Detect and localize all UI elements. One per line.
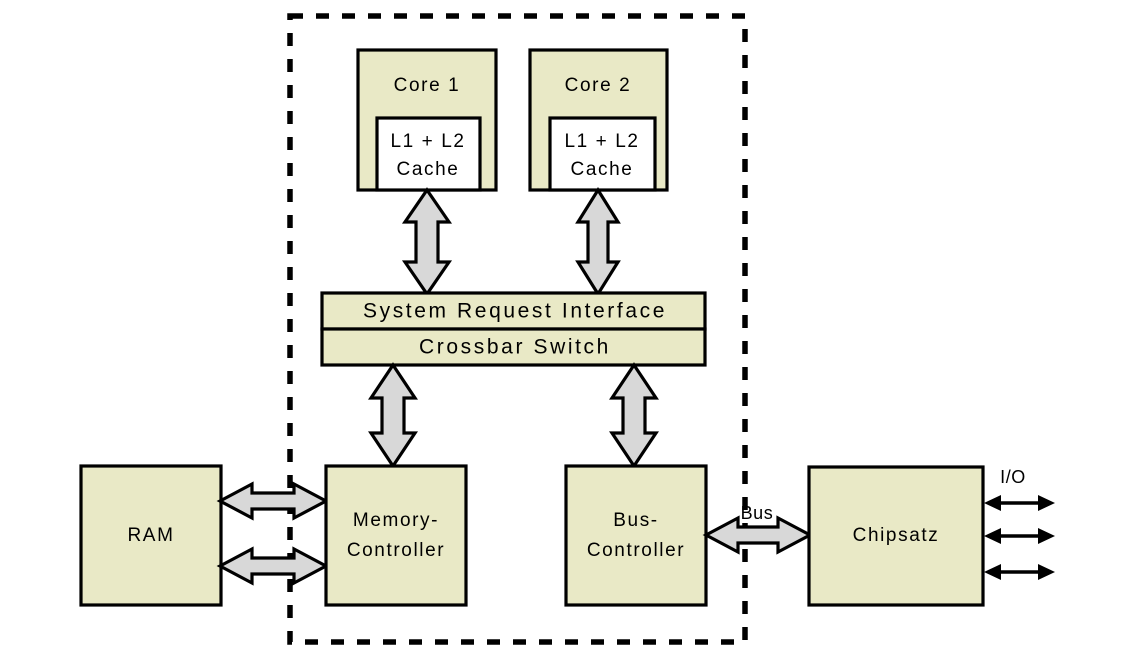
core-2-cache-label-line1: L1 + L2 — [564, 131, 639, 152]
core-1-cache-label-line1: L1 + L2 — [390, 131, 465, 152]
bus-controller-label-line2: Controller — [587, 540, 685, 561]
core-1-cache-box[interactable] — [375, 116, 482, 192]
chipset-box[interactable] — [807, 465, 985, 607]
system-request-interface-box[interactable] — [320, 291, 707, 331]
core-1-cache-label-line2: Cache — [397, 159, 460, 180]
arrow-core2-to-sri — [575, 186, 621, 298]
core-2-cache-label-line2: Cache — [571, 159, 634, 180]
memory-controller-label-line1: Memory- — [353, 510, 439, 531]
memory-controller-label-line2: Controller — [347, 540, 445, 561]
io-arrow-1 — [984, 495, 1055, 511]
system-request-interface-label: System Request Interface — [363, 300, 667, 323]
arrow-crossbar-to-memory-controller — [368, 362, 418, 469]
crossbar-switch-label: Crossbar Switch — [419, 336, 611, 359]
arrow-ram-to-memory-controller-upper — [216, 481, 330, 521]
bus-controller-box[interactable] — [564, 464, 708, 607]
memory-controller-box[interactable] — [324, 464, 468, 607]
cpu-die-dashed-boundary — [287, 13, 748, 645]
bus-connection-label: Bus — [741, 503, 774, 523]
arrow-core1-to-sri — [401, 187, 453, 297]
ram-label: RAM — [127, 525, 174, 546]
ram-box[interactable] — [79, 464, 223, 607]
io-arrow-2 — [984, 528, 1055, 544]
arrow-ram-to-memory-controller-lower — [216, 546, 330, 586]
arrow-bus-controller-to-chipset — [702, 515, 814, 555]
crossbar-switch-box[interactable] — [320, 327, 707, 367]
io-arrow-3 — [984, 564, 1055, 580]
chipset-label: Chipsatz — [853, 525, 940, 546]
bus-controller-label-line1: Bus- — [613, 510, 658, 531]
core-1-label: Core 1 — [394, 75, 461, 96]
core-2-label: Core 2 — [565, 75, 632, 96]
arrow-crossbar-to-bus-controller — [609, 362, 659, 469]
core-2-cache-box[interactable] — [548, 116, 657, 192]
io-label: I/O — [1000, 467, 1026, 487]
